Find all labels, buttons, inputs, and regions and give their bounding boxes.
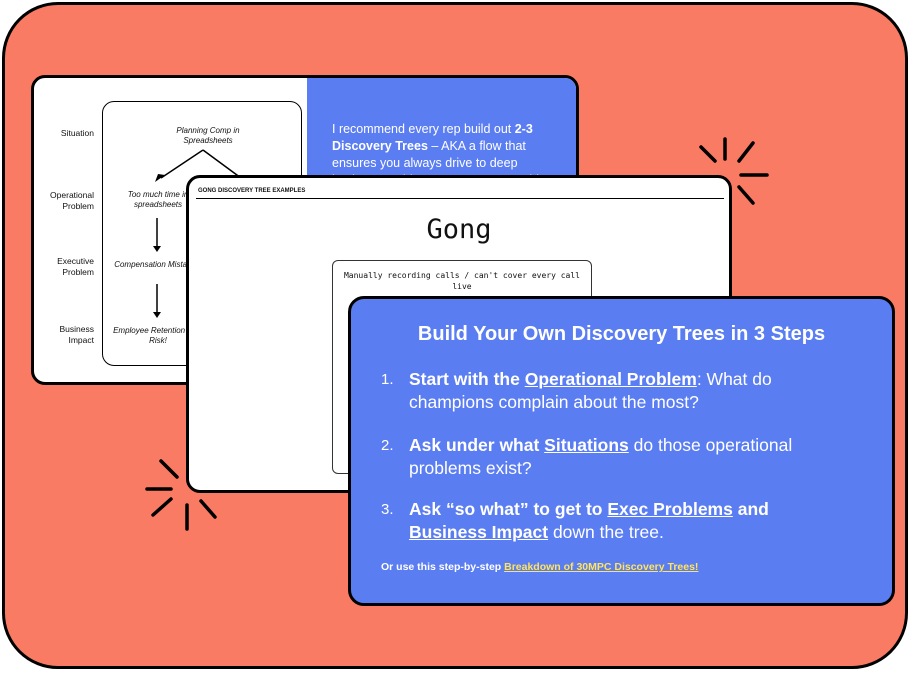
footer-note: Or use this step-by-step Breakdown of 30… xyxy=(381,561,699,573)
burst-decoration-bottom-left xyxy=(145,459,217,531)
row-label-executive: Executive Problem xyxy=(57,256,94,277)
row-label-operational: Operational Problem xyxy=(50,190,94,211)
step-3: 3. Ask “so what” to get to Exec Problems… xyxy=(381,499,769,542)
tree-arrows xyxy=(153,149,242,318)
node-situation: Planning Comp in Spreadsheets xyxy=(176,126,240,145)
node-executive: Compensation Mistakes! xyxy=(114,260,202,269)
operational-problem-link[interactable]: Operational Problem xyxy=(524,369,697,389)
step-1: 1. Start with the Operational Problem: W… xyxy=(381,369,772,412)
steps-title: Build Your Own Discovery Trees in 3 Step… xyxy=(417,323,826,345)
gong-slide-header: GONG DISCOVERY TREE EXAMPLES xyxy=(198,188,306,194)
gong-node-text: Manually recording calls / can't cover e… xyxy=(343,271,580,291)
node-operational: Too much time in spreadsheets xyxy=(127,190,189,209)
situations-link[interactable]: Situations xyxy=(544,435,629,455)
burst-decoration-top-right xyxy=(699,137,769,205)
steps-slide: Build Your Own Discovery Trees in 3 Step… xyxy=(348,296,895,606)
header-divider xyxy=(196,198,724,199)
row-label-situation: Situation xyxy=(60,128,94,138)
node-business: Employee Retention / PR Risk! xyxy=(113,326,203,345)
row-label-business: Business Impact xyxy=(59,324,95,345)
step-2: 2. Ask under what Situations do those op… xyxy=(381,435,793,478)
breakdown-link[interactable]: Breakdown of 30MPC Discovery Trees! xyxy=(504,561,699,573)
gong-title: Gong xyxy=(426,214,492,245)
exec-problems-link[interactable]: Exec Problems xyxy=(607,499,733,519)
business-impact-link[interactable]: Business Impact xyxy=(409,522,549,542)
